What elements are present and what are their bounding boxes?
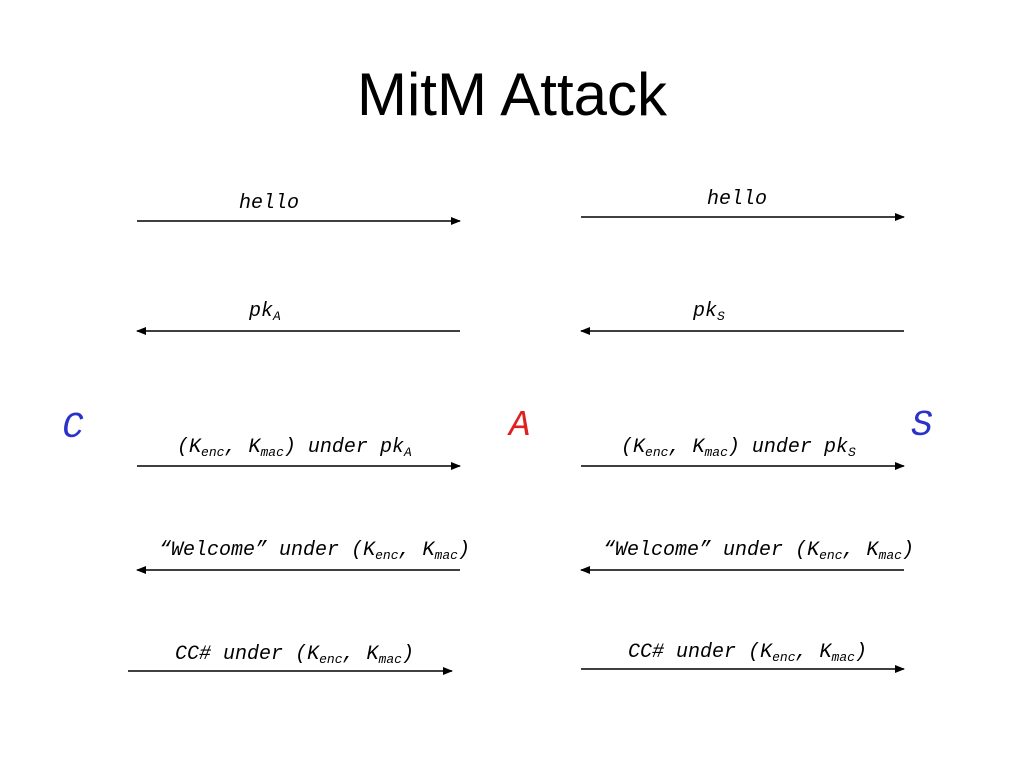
page-title: MitM Attack (356, 61, 668, 128)
right-hello-message: hello (707, 188, 768, 211)
left-pk-message: pkA (249, 300, 281, 324)
client-label: C (62, 407, 84, 448)
right-pk-message: pkS (693, 300, 725, 324)
left-welcome-message: “Welcome” under (Kenc, Kmac) (159, 539, 470, 563)
left-keys-message: (Kenc, Kmac) under pkA (177, 436, 412, 460)
right-welcome-message: “Welcome” under (Kenc, Kmac) (603, 539, 914, 563)
server-label: S (911, 405, 933, 446)
left-hello-message: hello (239, 192, 300, 215)
left-cc-message: CC# under (Kenc, Kmac) (175, 643, 414, 667)
right-keys-message: (Kenc, Kmac) under pkS (621, 436, 856, 460)
attacker-label: A (509, 405, 531, 446)
right-cc-message: CC# under (Kenc, Kmac) (628, 641, 867, 665)
